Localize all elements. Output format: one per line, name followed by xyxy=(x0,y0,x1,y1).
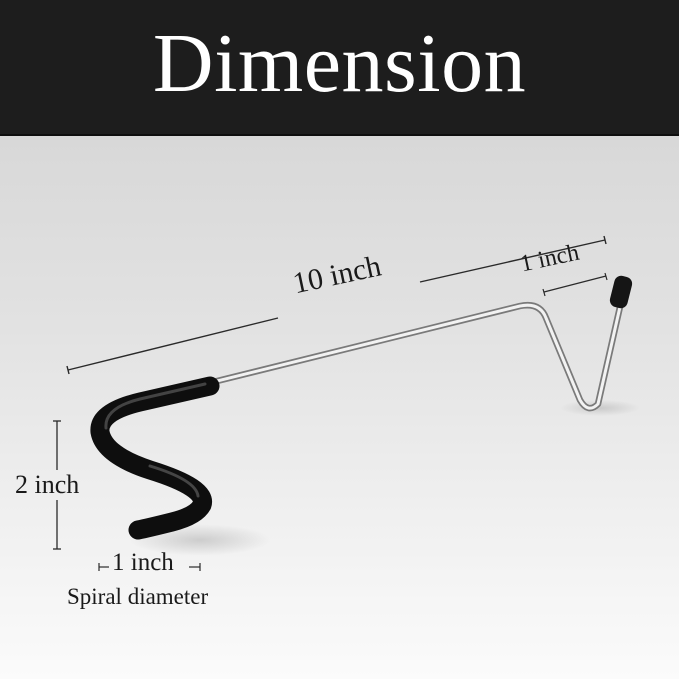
coated-spiral xyxy=(90,376,220,540)
spiral-diameter-caption: Spiral diameter xyxy=(67,584,209,609)
page-title: Dimension xyxy=(152,17,527,110)
spiral-height-label: 2 inch xyxy=(15,470,80,499)
spiral-diameter-value: 1 inch xyxy=(112,549,174,576)
length-dimension-line xyxy=(66,235,607,375)
steel-shaft xyxy=(201,294,626,412)
diameter-dimension-ticks xyxy=(98,563,201,571)
header-band: Dimension xyxy=(0,0,679,136)
tip-cap xyxy=(609,275,633,309)
height-dimension-line xyxy=(53,420,61,550)
hook-dimension-line xyxy=(542,272,608,297)
